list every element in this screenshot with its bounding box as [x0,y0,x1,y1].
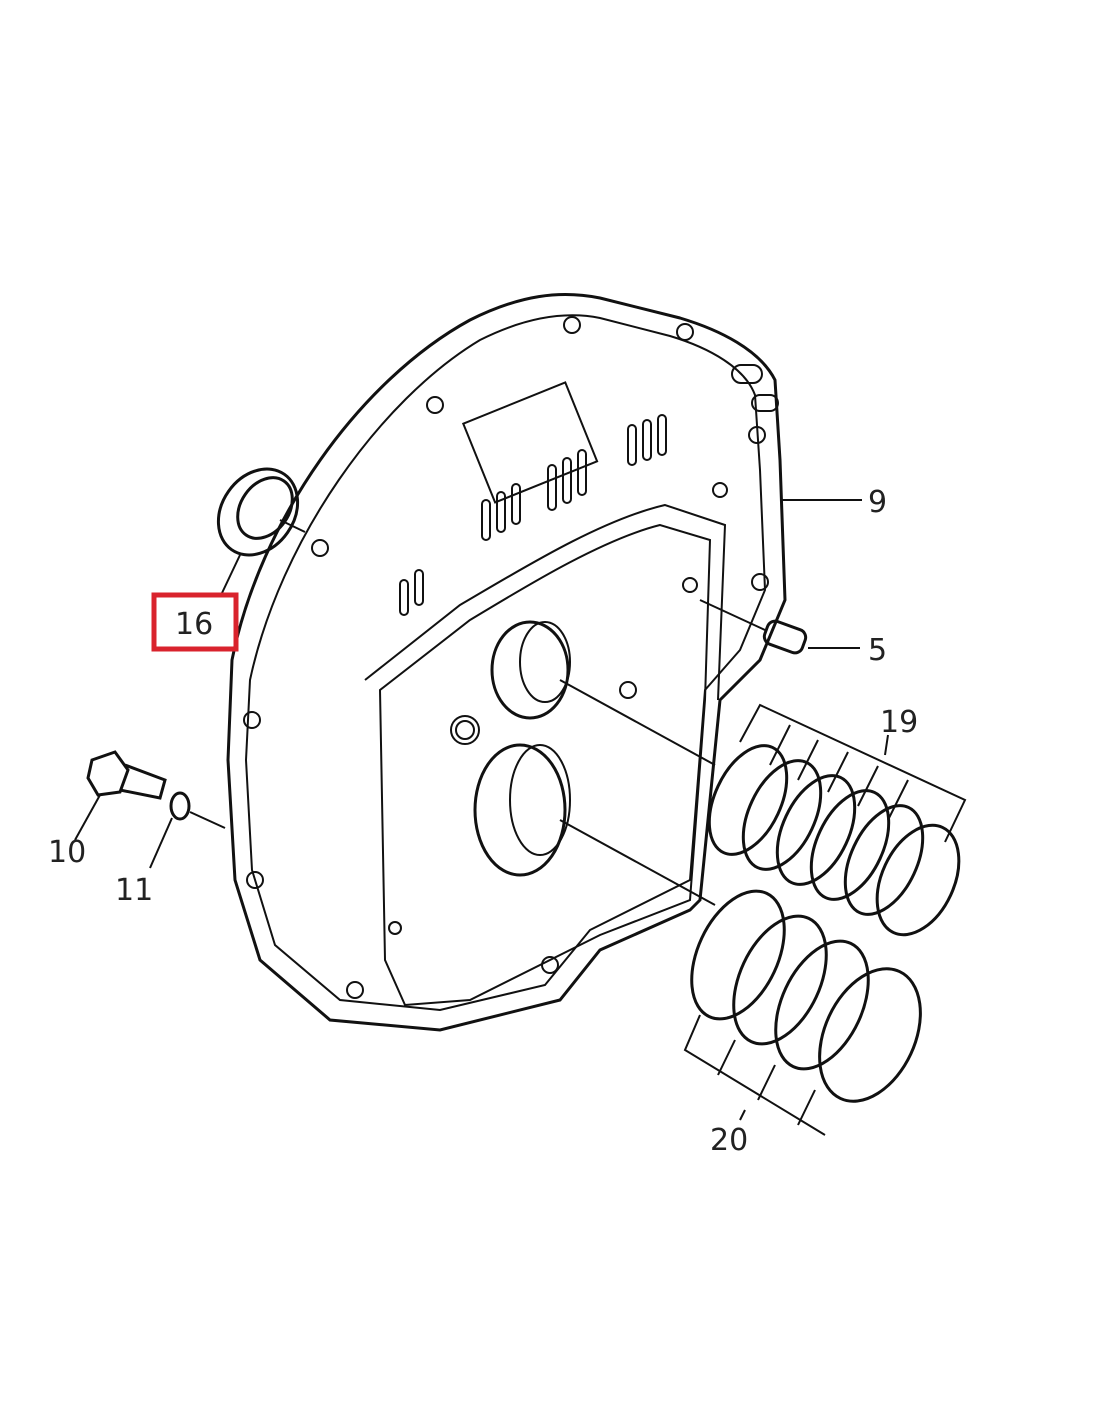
callout-5: 5 [868,633,887,668]
leader-19-bore [559,679,716,766]
callout-9: 9 [868,485,887,520]
o-rings-19 [707,703,967,937]
bolt-holes [243,316,769,999]
callout-19: 19 [880,705,918,740]
washer-11 [149,791,226,869]
shaft-bores [473,620,571,877]
callout-10: 10 [48,835,86,870]
oil-seal-16 [216,467,306,594]
callout-11: 11 [115,873,153,908]
bolt-10 [74,750,167,841]
o-rings-20 [683,889,922,1136]
callout-16: 16 [175,607,213,642]
leader-20-bore [559,819,716,906]
pipe-fittings [731,364,779,412]
dowel-pin-5 [699,599,860,655]
highlight-box-16 [151,592,239,652]
callout-20: 20 [710,1123,748,1158]
ventilation-slots [399,414,667,616]
flywheel-housing-plate [226,293,787,1032]
